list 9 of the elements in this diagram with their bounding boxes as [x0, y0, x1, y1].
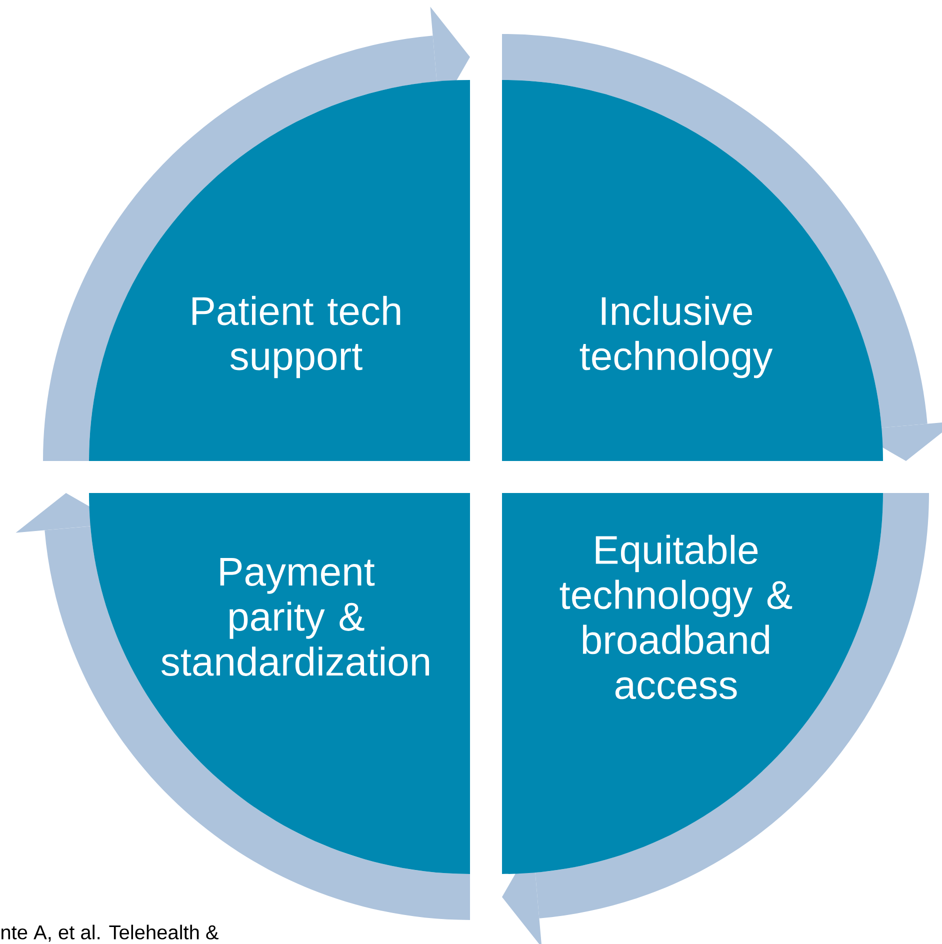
quadrant: Equitable technology & broadband access — [502, 493, 883, 874]
quadrant: Payment parity & standardization — [89, 493, 470, 874]
cycle-arrow — [502, 493, 930, 944]
quadrant: Inclusive technology — [502, 80, 883, 461]
cycle-arrow — [502, 34, 942, 461]
cycle-arrow — [16, 493, 470, 920]
quadrant: Patient tech support — [89, 80, 470, 461]
citation-text: nte A, et al. Telehealth & — [2, 924, 218, 942]
cycle-arrow — [43, 6, 470, 461]
